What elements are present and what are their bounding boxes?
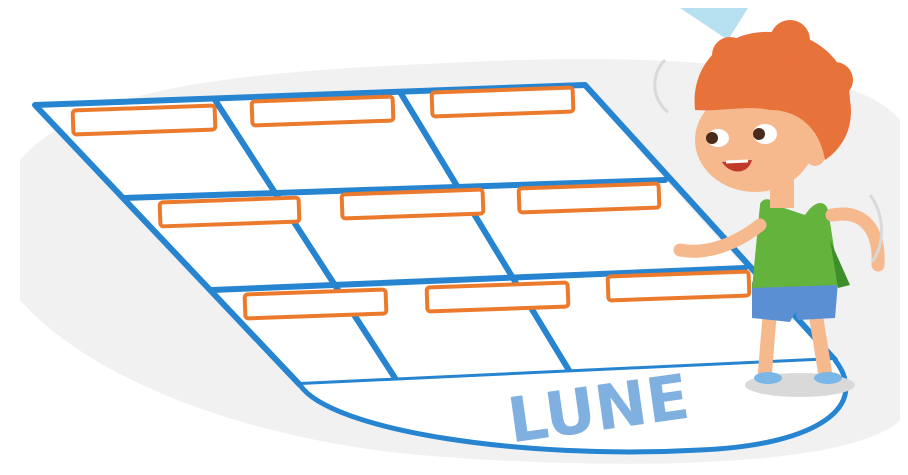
label-slot-row3-col2[interactable] xyxy=(424,280,571,314)
label-slot-row1-col2[interactable] xyxy=(249,94,396,128)
label-slot-row3-col1[interactable] xyxy=(242,287,389,321)
speech-bubble-tip xyxy=(680,8,748,40)
label-slot-row2-col2[interactable] xyxy=(339,187,486,221)
label-slot-row2-col3[interactable] xyxy=(516,181,662,215)
label-slot-row3-col3[interactable] xyxy=(605,269,752,303)
label-slot-row1-col3[interactable] xyxy=(429,85,576,119)
label-slot-row2-col1[interactable] xyxy=(157,195,302,229)
label-slot-row1-col1[interactable] xyxy=(70,103,218,137)
boy-character xyxy=(653,8,885,397)
